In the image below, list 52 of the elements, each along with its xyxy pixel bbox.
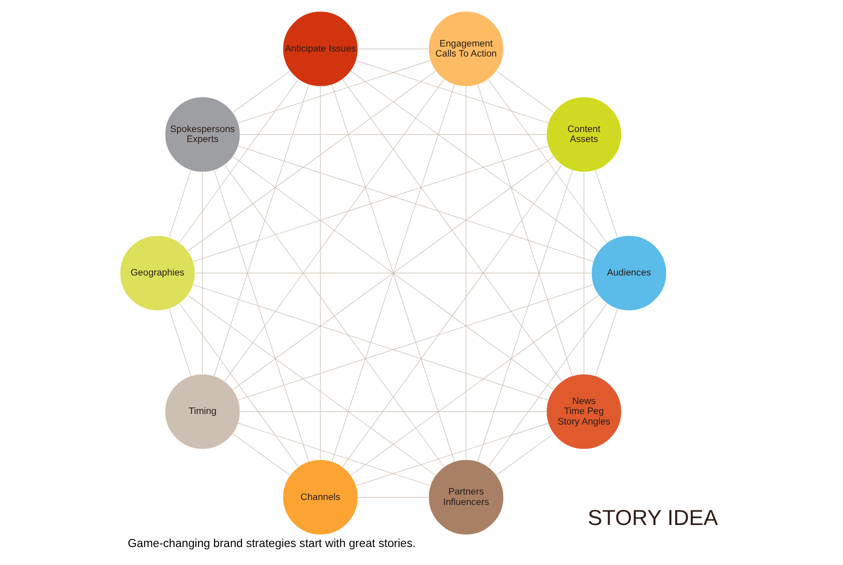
connector: [187, 294, 436, 476]
connector: [232, 156, 554, 390]
connector: [232, 434, 290, 476]
node-circle: Content Assets: [545, 96, 622, 172]
connector: [488, 303, 607, 467]
connector: [496, 434, 554, 476]
connector: [476, 84, 572, 376]
connector: [178, 79, 298, 243]
node-circle: Audiences: [590, 235, 666, 312]
node-circle: Engagement Calls To Action: [428, 10, 504, 87]
connector: [239, 411, 546, 412]
connector: [213, 170, 309, 462]
connector: [192, 146, 548, 262]
connector: [350, 70, 598, 252]
connector: [357, 48, 428, 50]
node-circle: Spokespersons Experts: [164, 96, 240, 172]
connector: [465, 86, 466, 460]
connector: [357, 497, 428, 498]
connector: [342, 79, 562, 382]
connector: [238, 60, 430, 124]
connector: [356, 423, 548, 486]
connector: [238, 423, 430, 486]
connector: [179, 304, 298, 468]
node-circle: Timing: [164, 374, 240, 450]
connector: [476, 170, 572, 462]
connector: [224, 164, 444, 467]
connector: [194, 272, 591, 274]
connector: [496, 70, 554, 113]
connector: [168, 170, 191, 238]
connector: [583, 172, 584, 374]
connector: [232, 70, 290, 113]
node-circle: Partners Influencers: [428, 459, 504, 536]
connector: [213, 84, 309, 376]
connector: [224, 79, 444, 382]
connector: [355, 60, 548, 124]
node-circle: Anticipate Issues: [282, 10, 358, 87]
connector: [239, 134, 546, 135]
connector: [594, 170, 618, 238]
connector: [168, 308, 191, 376]
node-circle: Geographies: [119, 235, 195, 312]
connector: [488, 79, 607, 243]
connector: [342, 164, 562, 467]
connector: [187, 70, 436, 252]
connector: [350, 294, 598, 476]
label: STORY IDEA: [587, 505, 718, 530]
connector: [238, 146, 593, 262]
node-circle: Channels: [282, 459, 358, 536]
caption: Game-changing brand strategies start with great stories.: [127, 538, 416, 550]
connector: [594, 308, 618, 376]
connector: [192, 284, 548, 400]
node-circle: News Time Peg Story Angles: [545, 374, 622, 450]
connector: [238, 284, 593, 400]
